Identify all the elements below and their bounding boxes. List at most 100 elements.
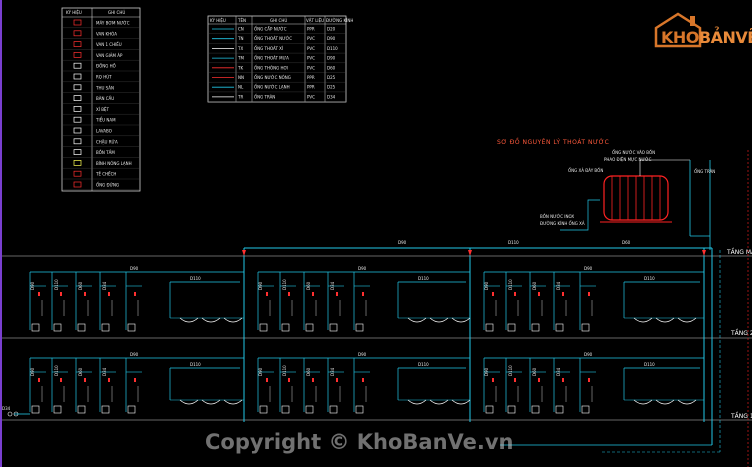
branch-pipe-label: D110: [644, 362, 655, 367]
branch-pipe-label: D110: [282, 365, 287, 376]
legend-left-symbol-6-icon: [73, 73, 82, 80]
legend-left-symbol-12-icon: [73, 138, 82, 145]
legend-right-cell-4-4: D90: [327, 56, 336, 61]
legend-left-symbol-13-icon: [73, 149, 82, 155]
toilet-icon: [355, 405, 364, 414]
main-collector-pipe: D90 D110 D60: [244, 150, 749, 467]
khobanve-logo: KHOBẢNVẼ: [661, 28, 752, 47]
legend-left-symbol-4-icon: [73, 52, 82, 58]
legend-right-header-diameter: ĐƯỜNG KÍNH: [326, 18, 353, 23]
branch-pipe-label: D110: [190, 362, 201, 367]
legend-left-header-note: GHI CHÚ: [108, 10, 125, 15]
branch-pipe-label: D90: [484, 367, 489, 376]
legend-left-row-2: VAN KHÓA: [96, 31, 117, 36]
toilet-icon: [329, 405, 338, 414]
toilet-icon: [53, 405, 62, 414]
logo-text-suffix: BẢNVẼ: [698, 28, 752, 47]
toilet-icon: [31, 323, 40, 332]
legend-right-cell-3-1: TX: [237, 46, 243, 51]
legend-right-cell-2-1: TN: [237, 36, 243, 41]
branch-pipe-label: D60: [306, 367, 311, 376]
branch-pipe-label: D90: [358, 352, 367, 357]
legend-right-cell-7-1: NL: [238, 85, 244, 90]
outlet-label: D34: [2, 406, 11, 411]
legend-left-row-6: RỌ HÚT: [96, 75, 112, 80]
branch-pipe-label: D90: [258, 281, 263, 290]
toilet-icon: [77, 405, 86, 414]
toilet-icon: [507, 405, 516, 414]
lavabo-icon: [429, 317, 449, 323]
lavabo-icon: [677, 317, 697, 323]
branch-pipe-label: D34: [102, 367, 107, 376]
legend-left-row-8: BÀN CẦU: [96, 96, 114, 101]
legend-left-row-3: VAN 1 CHIỀU: [96, 42, 122, 47]
legend-right-cell-3-2: ỐNG THOÁT XÍ: [254, 46, 284, 51]
toilet-icon: [101, 405, 110, 414]
legend-right-header-note: GHI CHÚ: [270, 18, 287, 23]
branch-pipe-label: D110: [644, 276, 655, 281]
lavabo-icon: [407, 317, 427, 323]
legend-right-cell-8-1: TR: [237, 94, 243, 99]
tank-label-pipe-diameter: ĐƯỜNG KÍNH ỐNG XẢ: [540, 221, 585, 226]
branch-pipe-label: D110: [190, 276, 201, 281]
lavabo-icon: [179, 399, 199, 405]
legend-left-symbol-3-icon: [73, 41, 82, 47]
legend-left-symbol-5-icon: [73, 62, 82, 69]
branch-pipe-label: D60: [78, 281, 83, 290]
legend-right-header-symbol: KÝ HIỆU: [210, 18, 226, 23]
toilet-icon: [259, 323, 268, 332]
branch-pipe-label: D90: [130, 352, 139, 357]
legend-right-cell-8-4: D34: [327, 94, 336, 99]
legend-right-cell-1-4: D20: [327, 27, 336, 32]
legend-left-row-16: ỐNG ĐỨNG: [96, 183, 119, 188]
branch-pipe-label: D110: [54, 279, 59, 290]
branch-pipe-label: D34: [330, 281, 335, 290]
tank-label-tank: BỒN NƯỚC INOX: [540, 214, 574, 219]
legend-right-cell-8-3: PVC: [307, 94, 315, 99]
toilet-icon: [507, 323, 516, 332]
toilet-icon: [281, 405, 290, 414]
toilet-icon: [581, 323, 590, 332]
lavabo-icon: [451, 399, 471, 405]
legend-left-symbol-8-icon: [73, 95, 82, 101]
tank-label-float: PHAO ĐIỆN MỰC NƯỚC: [604, 157, 652, 162]
legend-left-row-5: ĐỒNG HỒ: [96, 64, 116, 69]
tank-label-inlet: ỐNG NƯỚC VÀO BỒN: [612, 150, 655, 155]
legend-right-cell-7-3: PPR: [307, 85, 315, 90]
legend-right-cell-4-2: ỐNG THOÁT MƯA: [254, 56, 289, 61]
legend-right-header-material: VẬT LIỆU: [306, 18, 324, 23]
legend-right-cell-3-3: PVC: [307, 46, 315, 51]
legend-right-cell-2-2: ỐNG THOÁT NƯỚC: [254, 36, 292, 41]
toilet-icon: [305, 405, 314, 414]
logo-text-prefix: KHO: [661, 28, 699, 47]
legend-left-row-9: XÍ BỆT: [96, 107, 109, 112]
toilet-icon: [531, 405, 540, 414]
legend-left-symbol-10-icon: [73, 116, 82, 123]
legend-left-symbol-2-icon: [73, 30, 82, 37]
lavabo-icon: [179, 317, 199, 323]
toilet-icon: [259, 405, 268, 414]
legend-right-cell-7-4: D25: [327, 85, 336, 90]
branch-pipe-label: D90: [258, 367, 263, 376]
legend-right-cell-1-1: CN: [238, 27, 244, 32]
branch-pipe-label: D60: [78, 367, 83, 376]
branch-pipe-label: D60: [532, 367, 537, 376]
toilet-icon: [127, 323, 136, 332]
viewport-border-line: [0, 0, 2, 467]
lavabo-icon: [223, 399, 243, 405]
legend-left-header-symbol: KÝ HIỆU: [66, 10, 82, 15]
lavabo-icon: [451, 317, 471, 323]
toilet-icon: [531, 323, 540, 332]
legend-right-header-name: TÊN: [237, 18, 246, 23]
legend-right-cell-7-2: ỐNG NƯỚC LẠNH: [254, 85, 290, 90]
toilet-icon: [281, 323, 290, 332]
branch-pipe-label: D34: [556, 281, 561, 290]
legend-left-symbol-1-icon: [73, 19, 82, 26]
toilet-icon: [355, 323, 364, 332]
legend-right-cell-6-3: PPR: [307, 75, 315, 80]
